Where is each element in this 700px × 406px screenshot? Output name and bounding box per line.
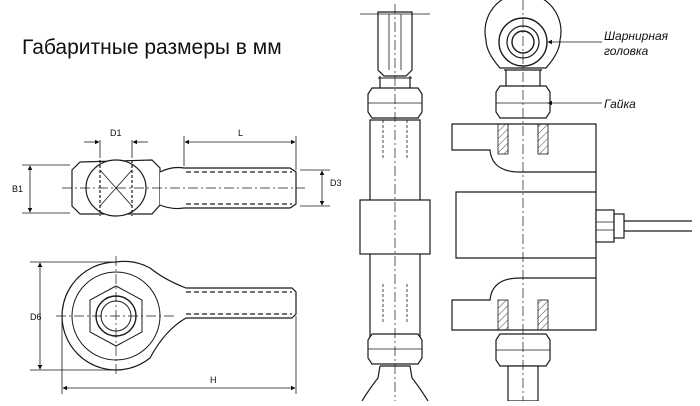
page-title: Габаритные размеры в мм <box>22 36 282 59</box>
rod-end-front-view <box>30 256 297 394</box>
dim-label-b1: B1 <box>12 184 23 194</box>
dim-label-l: L <box>238 128 243 138</box>
dim-label-h: H <box>210 375 217 385</box>
callout-hinge-line1: Шарнирная <box>604 29 669 43</box>
dim-label-d1: D1 <box>110 128 122 138</box>
dim-label-d3: D3 <box>330 178 342 188</box>
assembly-side-view <box>359 4 431 402</box>
callout-nut: Гайка <box>604 97 636 111</box>
assembly-front-view <box>451 0 692 402</box>
rod-end-side-view <box>22 136 330 217</box>
callout-hinge-line2: головка <box>604 44 649 58</box>
dim-label-d6: D6 <box>30 312 42 322</box>
